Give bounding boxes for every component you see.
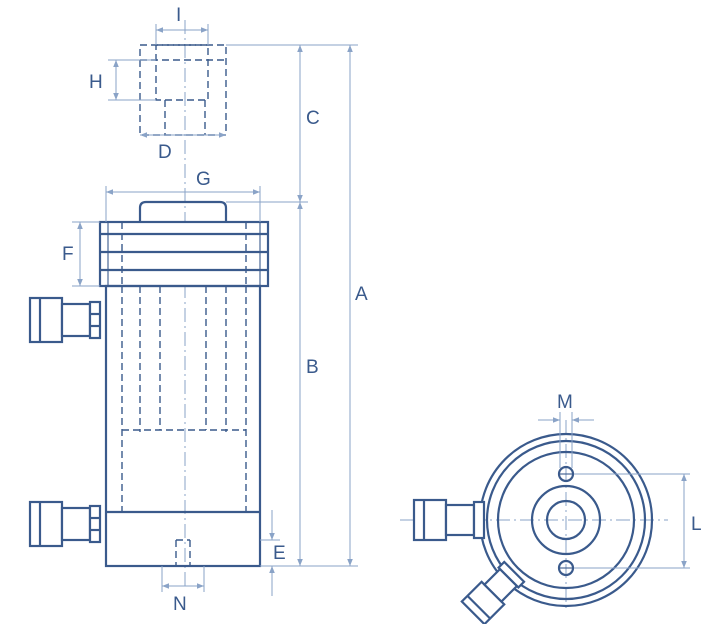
label-C: C bbox=[306, 108, 320, 129]
label-D: D bbox=[158, 142, 172, 163]
top-view-coupler-left bbox=[412, 498, 486, 542]
label-G: G bbox=[196, 169, 211, 190]
top-view-coupler-angled bbox=[460, 560, 526, 624]
top-view bbox=[400, 412, 690, 624]
plunger-top bbox=[138, 200, 228, 222]
label-E: E bbox=[273, 543, 286, 564]
mounting-hole-top bbox=[557, 465, 575, 483]
label-H: H bbox=[89, 72, 103, 93]
saddle bbox=[139, 44, 227, 136]
dimensions bbox=[72, 24, 358, 596]
cylinder-body bbox=[104, 284, 262, 568]
mounting-hole-bottom bbox=[557, 559, 575, 577]
upper-coupler bbox=[28, 296, 102, 344]
label-M: M bbox=[557, 392, 573, 413]
lower-coupler bbox=[28, 500, 102, 548]
label-A: A bbox=[355, 284, 368, 305]
label-I: I bbox=[176, 5, 181, 26]
collar bbox=[98, 220, 270, 288]
ram-circle bbox=[530, 484, 602, 556]
label-N: N bbox=[173, 594, 187, 615]
center-hole bbox=[545, 499, 587, 541]
label-L: L bbox=[691, 514, 702, 535]
side-view bbox=[28, 20, 358, 596]
top-view-dimensions bbox=[538, 412, 690, 569]
label-B: B bbox=[306, 357, 319, 378]
label-F: F bbox=[62, 244, 74, 265]
